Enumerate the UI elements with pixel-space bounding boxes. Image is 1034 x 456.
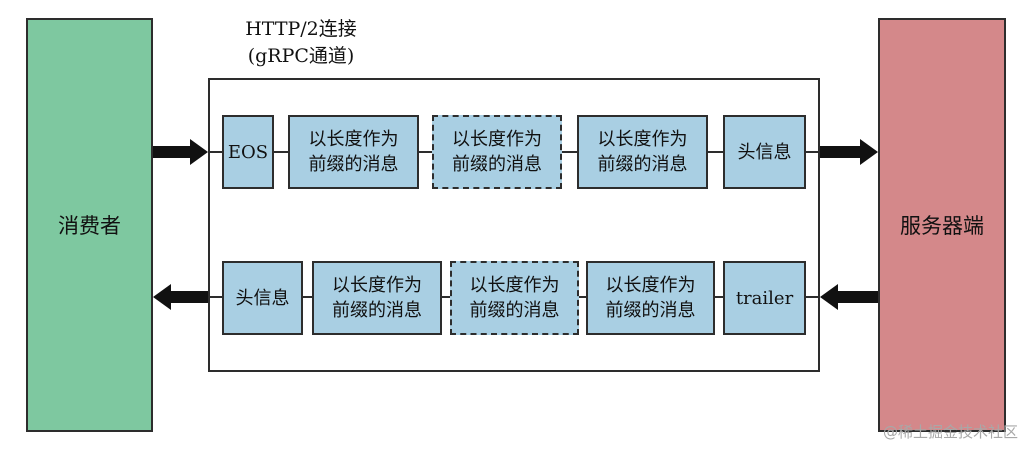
top-message-box-2: 以长度作为 前缀的消息 — [432, 115, 562, 189]
bottom-header-box: 头信息 — [222, 261, 303, 335]
server-block: 服务器端 — [878, 18, 1006, 432]
bottom-trailer-box: trailer — [723, 261, 806, 335]
top-message-box-3: 以长度作为 前缀的消息 — [577, 115, 708, 189]
top-eos-label: EOS — [227, 141, 269, 163]
watermark: @稀土掘金技术社区 — [882, 423, 1018, 441]
top-message-box-1: 以长度作为 前缀的消息 — [288, 115, 419, 189]
top-header-box: 头信息 — [723, 115, 806, 189]
top-header-label: 头信息 — [737, 141, 792, 163]
arrow-channel-to-consumer — [153, 284, 208, 310]
bottom-message-1-line2: 前缀的消息 — [332, 300, 422, 321]
top-message-3-line2: 前缀的消息 — [597, 154, 688, 175]
top-message-2-line1: 以长度作为 — [452, 129, 542, 150]
top-eos-box: EOS — [222, 115, 274, 189]
arrow-consumer-to-channel — [153, 139, 208, 165]
arrow-server-to-channel — [820, 284, 878, 310]
server-label: 服务器端 — [900, 214, 984, 238]
bottom-message-3-line1: 以长度作为 — [605, 275, 696, 296]
channel-title-line1: HTTP/2连接 — [245, 18, 357, 40]
bottom-message-1-line1: 以长度作为 — [332, 275, 422, 296]
bottom-message-box-2: 以长度作为 前缀的消息 — [450, 261, 579, 335]
channel-title: HTTP/2连接 (gRPC通道) — [226, 16, 376, 70]
top-message-3-line1: 以长度作为 — [597, 129, 688, 150]
arrow-channel-to-server — [820, 139, 878, 165]
bottom-message-3-line2: 前缀的消息 — [605, 300, 696, 321]
consumer-block: 消费者 — [26, 18, 153, 432]
bottom-message-2-line2: 前缀的消息 — [469, 300, 560, 321]
bottom-message-box-1: 以长度作为 前缀的消息 — [312, 261, 442, 335]
channel-title-line2: (gRPC通道) — [247, 45, 355, 67]
top-message-2-line2: 前缀的消息 — [452, 154, 542, 175]
consumer-label: 消费者 — [58, 214, 121, 238]
bottom-message-box-3: 以长度作为 前缀的消息 — [586, 261, 715, 335]
bottom-header-label: 头信息 — [235, 287, 290, 309]
top-message-1-line2: 前缀的消息 — [308, 154, 399, 175]
top-message-1-line1: 以长度作为 — [308, 129, 399, 150]
bottom-trailer-label: trailer — [735, 287, 794, 309]
bottom-message-2-line1: 以长度作为 — [469, 275, 560, 296]
